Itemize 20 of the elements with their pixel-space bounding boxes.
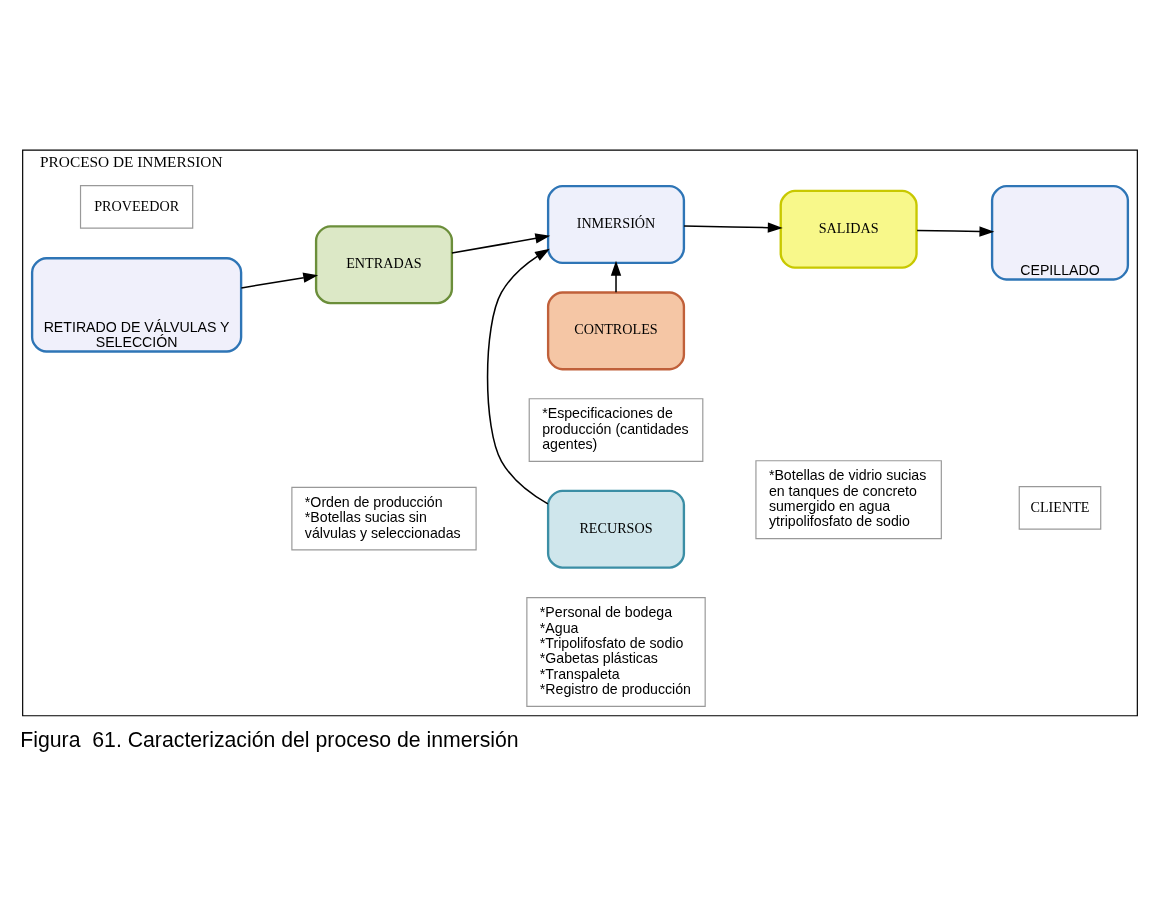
node-box: RECURSOS bbox=[546, 489, 686, 569]
arrow bbox=[916, 225, 995, 237]
node-box: *Especificaciones de producción (cantidades agentes) bbox=[528, 397, 704, 462]
arrow bbox=[451, 232, 551, 254]
node-box: INMERSIÓN bbox=[546, 184, 686, 264]
caption: Figura 61. Caracterización del proceso de inmersión bbox=[20, 727, 519, 752]
node-box: CONTROLES bbox=[546, 290, 686, 370]
arrow bbox=[486, 248, 550, 505]
node-box: *Botellas de vidrio sucias en tanques de concreto sumergido en agua ytripolifosfato de sodio bbox=[755, 459, 942, 539]
node-box: SALIDAS bbox=[779, 189, 918, 269]
arrow bbox=[610, 260, 622, 293]
arrow bbox=[683, 221, 783, 233]
arrow bbox=[240, 272, 319, 289]
node-box: PROVEEDOR bbox=[79, 184, 194, 229]
node-box: CLIENTE bbox=[1018, 485, 1102, 530]
node-box: ENTRADAS bbox=[314, 224, 454, 304]
node-box: *Personal de bodega *Agua *Tripolifosfato de sodio *Gabetas plásticas *Transpaleta *Registro de producción bbox=[526, 596, 706, 707]
node-box: RETIRADO DE VÁLVULAS Y SELECCIÓN bbox=[30, 256, 243, 353]
node-box: CEPILLADO bbox=[990, 184, 1130, 281]
node-box: *Orden de producción *Botellas sucias sin válvulas y seleccionadas bbox=[291, 486, 477, 550]
